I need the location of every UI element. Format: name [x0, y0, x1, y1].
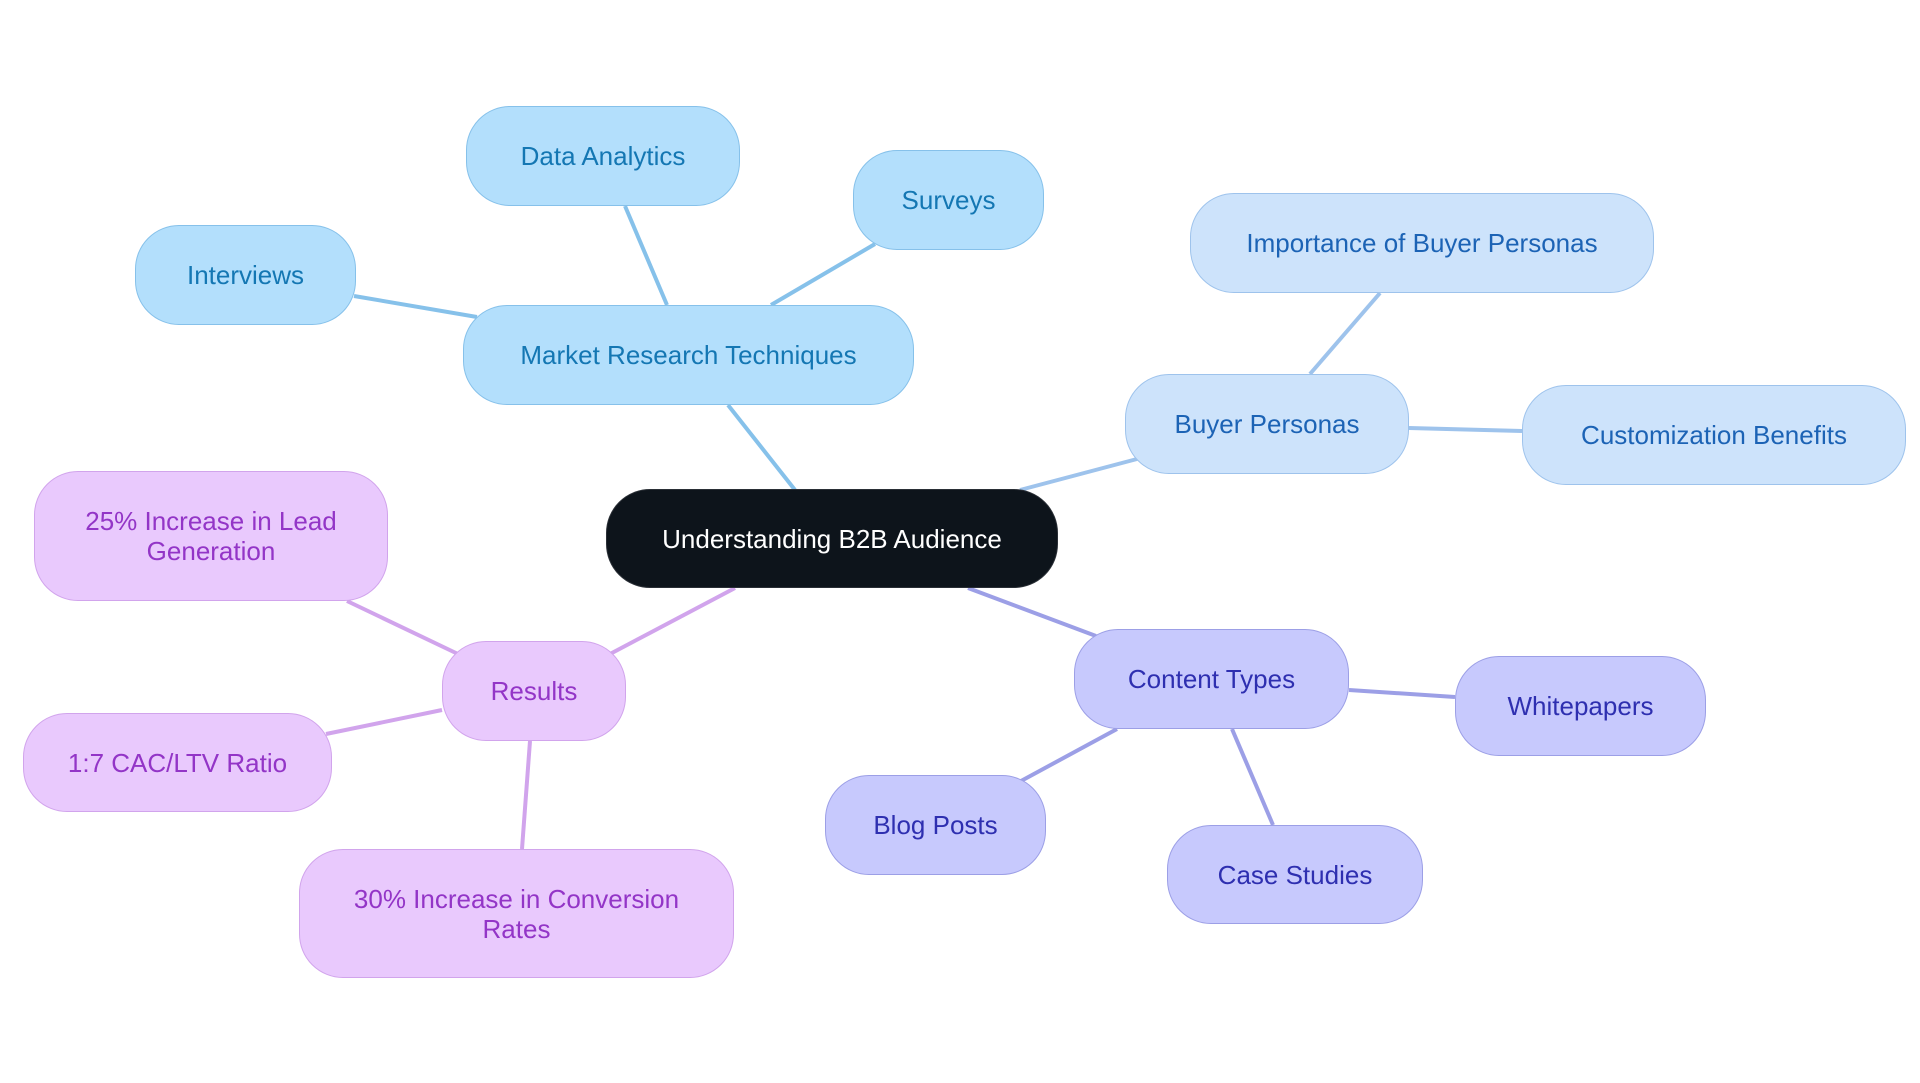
edge-content-types-blog-posts: [1020, 727, 1118, 783]
root-node[interactable]: Understanding B2B Audience: [606, 489, 1058, 588]
edge-content-types-case-studies: [1230, 728, 1275, 826]
edge-results-conversion: [520, 740, 532, 850]
node-market-research-techniques[interactable]: Market Research Techniques: [463, 305, 914, 405]
edge-market-research-data-analytics: [623, 205, 669, 306]
edge-results-cac-ltv: [325, 708, 443, 736]
edge-root-buyer-personas: [1019, 457, 1138, 492]
edge-root-content-types: [967, 586, 1097, 638]
edge-buyer-personas-customization: [1408, 426, 1523, 433]
edge-root-results: [609, 586, 736, 656]
node-customization-benefits[interactable]: Customization Benefits: [1522, 385, 1906, 485]
node-blog-posts[interactable]: Blog Posts: [825, 775, 1046, 875]
node-data-analytics[interactable]: Data Analytics: [466, 106, 740, 206]
edge-market-research-surveys: [769, 242, 877, 307]
node-results[interactable]: Results: [442, 641, 626, 741]
edge-buyer-personas-importance: [1308, 291, 1382, 376]
node-lead-generation[interactable]: 25% Increase in Lead Generation: [34, 471, 388, 601]
edge-content-types-whitepapers: [1348, 688, 1456, 699]
edge-market-research-interviews: [353, 294, 478, 319]
node-interviews[interactable]: Interviews: [135, 225, 356, 325]
node-whitepapers[interactable]: Whitepapers: [1455, 656, 1706, 756]
node-case-studies[interactable]: Case Studies: [1167, 825, 1423, 924]
node-surveys[interactable]: Surveys: [853, 150, 1044, 250]
node-conversion-rates[interactable]: 30% Increase in Conversion Rates: [299, 849, 734, 978]
node-importance-of-buyer-personas[interactable]: Importance of Buyer Personas: [1190, 193, 1654, 293]
node-content-types[interactable]: Content Types: [1074, 629, 1349, 729]
edge-root-market-research: [726, 403, 797, 492]
edge-results-lead-generation: [346, 599, 459, 656]
node-cac-ltv-ratio[interactable]: 1:7 CAC/LTV Ratio: [23, 713, 332, 812]
node-buyer-personas[interactable]: Buyer Personas: [1125, 374, 1409, 474]
